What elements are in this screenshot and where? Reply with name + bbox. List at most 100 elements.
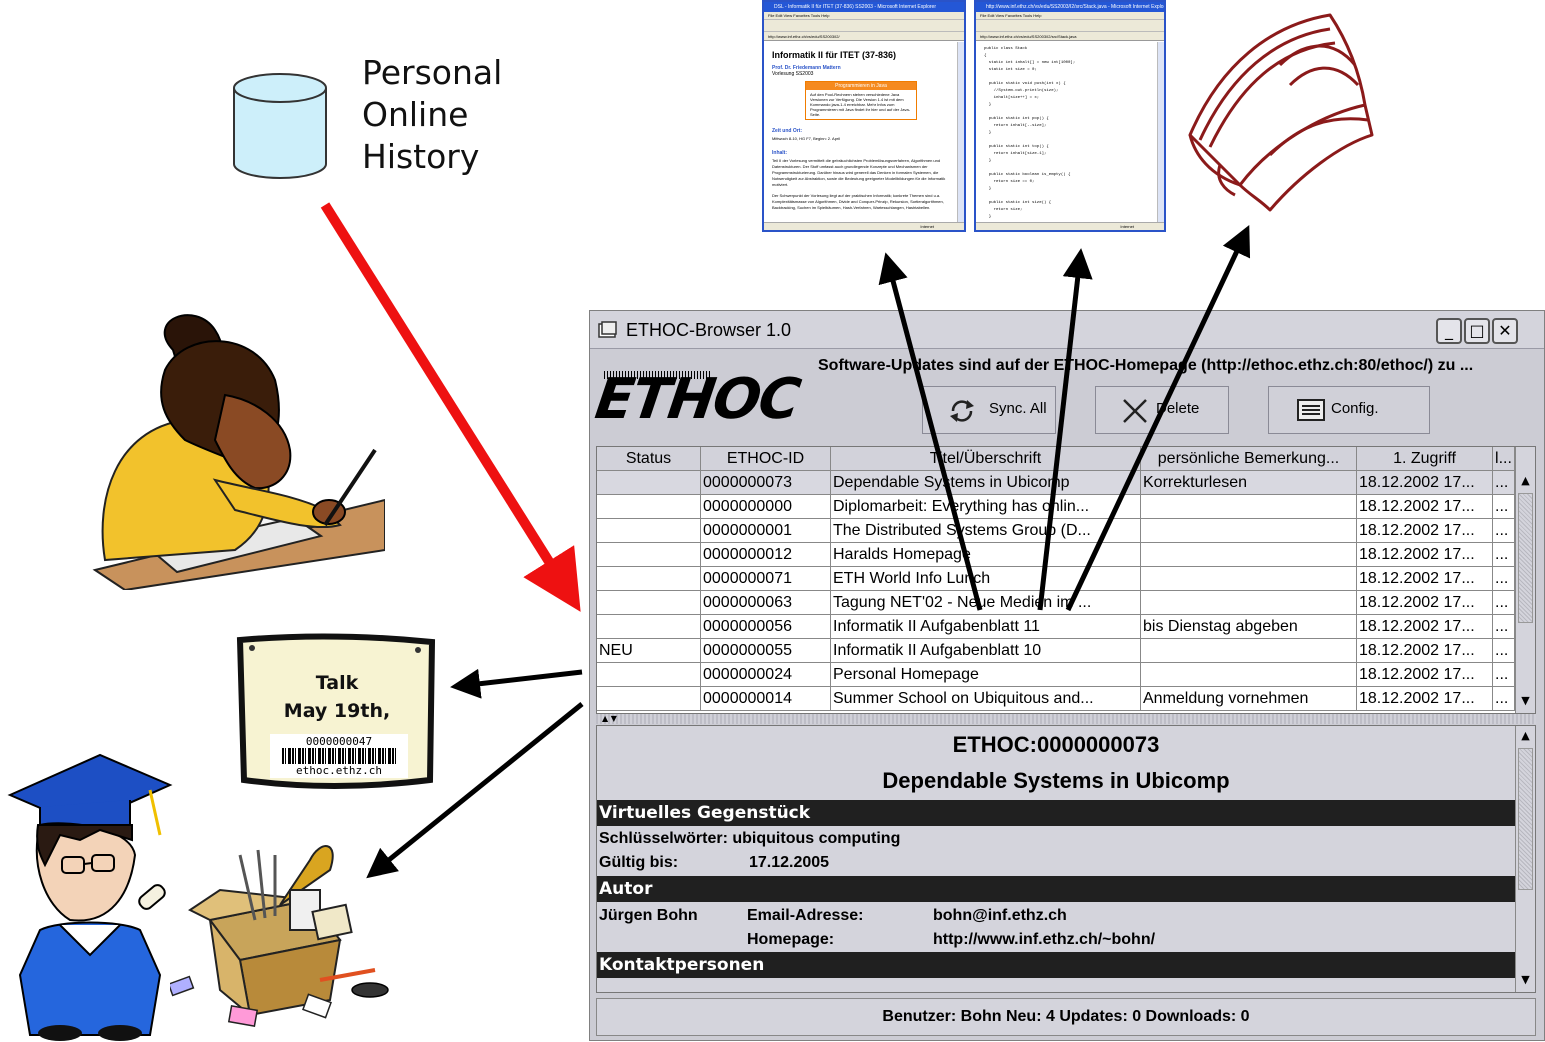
- java-info-body: Auf den Pool-Rechnern stehen verschieden…: [810, 92, 911, 117]
- sync-icon: [950, 400, 974, 422]
- table-header: Status ETHOC-ID Titel/Überschrift persön…: [597, 447, 1515, 471]
- app-icon: [598, 321, 617, 338]
- close-button[interactable]: ✕: [1492, 318, 1518, 344]
- cell-status: NEU: [597, 639, 701, 663]
- table-row[interactable]: 0000000063 Tagung NET'02 - Neue Medien i…: [597, 591, 1515, 615]
- delete-label: Delete: [1156, 400, 1200, 417]
- section-contacts: Kontaktpersonen: [597, 952, 1515, 978]
- cell-extra: ...: [1493, 519, 1515, 543]
- cell-access: 18.12.2002 17...: [1357, 471, 1493, 495]
- box-of-objects-illustration: [170, 845, 389, 1028]
- config-list-icon: [1297, 399, 1325, 421]
- table-scroll-thumb[interactable]: [1518, 493, 1533, 623]
- cell-title: ETH World Info Lunch: [831, 567, 1141, 591]
- cell-access: 18.12.2002 17...: [1357, 519, 1493, 543]
- table-vertical-scrollbar[interactable]: ▲ ▼: [1515, 447, 1535, 713]
- cell-id: 0000000071: [701, 567, 831, 591]
- table-row[interactable]: 0000000014 Summer School on Ubiquitous a…: [597, 687, 1515, 711]
- cell-id: 0000000024: [701, 663, 831, 687]
- config-label: Config.: [1331, 400, 1379, 417]
- window-titlebar[interactable]: ETHOC-Browser 1.0 _ □ ✕: [590, 311, 1544, 349]
- column-header-extra[interactable]: l...: [1493, 447, 1515, 471]
- girl-writing-illustration: [92, 314, 385, 590]
- cell-status: [597, 687, 701, 711]
- column-header-title[interactable]: Titel/Überschrift: [831, 447, 1141, 471]
- personal-online-history-label: Personal Online History: [362, 52, 502, 178]
- detail-homepage-value[interactable]: http://www.inf.ethz.ch/~bohn/: [933, 931, 1156, 948]
- mini-browser-toolbar: [764, 20, 964, 32]
- cell-note: bis Dienstag abgeben: [1141, 615, 1357, 639]
- mini-browser-menu: File Edit View Favorites Tools Help: [976, 12, 1164, 20]
- detail-scroll-thumb[interactable]: [1518, 748, 1533, 890]
- arrow-to-poster: [450, 668, 583, 699]
- splitter-arrows-icon[interactable]: ▲ ▼: [602, 714, 617, 723]
- cell-extra: ...: [1493, 591, 1515, 615]
- delete-button[interactable]: Delete: [1095, 386, 1229, 434]
- cell-id: 0000000001: [701, 519, 831, 543]
- detail-email-value[interactable]: bohn@inf.ethz.ch: [933, 907, 1067, 924]
- detail-author-name: Jürgen Bohn: [599, 907, 698, 924]
- maximize-icon: □: [1469, 321, 1485, 340]
- table-row[interactable]: 0000000073 Dependable Systems in Ubicomp…: [597, 471, 1515, 495]
- barcode-bars: [282, 748, 396, 764]
- table-row[interactable]: 0000000071 ETH World Info Lunch 18.12.20…: [597, 567, 1515, 591]
- cell-access: 18.12.2002 17...: [1357, 567, 1493, 591]
- pane-splitter[interactable]: ▲ ▼: [596, 714, 1536, 724]
- minimize-button[interactable]: _: [1436, 318, 1462, 344]
- sync-all-button[interactable]: Sync. All: [922, 386, 1056, 434]
- cell-status: [597, 591, 701, 615]
- cell-access: 18.12.2002 17...: [1357, 495, 1493, 519]
- cell-extra: ...: [1493, 687, 1515, 711]
- detail-email-label: Email-Adresse:: [747, 907, 864, 924]
- cell-id: 0000000073: [701, 471, 831, 495]
- column-header-note[interactable]: persönliche Bemerkung...: [1141, 447, 1357, 471]
- cell-id: 0000000055: [701, 639, 831, 663]
- cell-access: 18.12.2002 17...: [1357, 543, 1493, 567]
- scroll-down-arrow-icon[interactable]: ▼: [1521, 694, 1530, 707]
- cell-title: Dependable Systems in Ubicomp: [831, 471, 1141, 495]
- table-row[interactable]: 0000000000 Diplomarbeit: Everything has …: [597, 495, 1515, 519]
- cell-title: Haralds Homepage: [831, 543, 1141, 567]
- ethoc-item-table: Status ETHOC-ID Titel/Überschrift persön…: [596, 446, 1536, 714]
- cell-note: [1141, 567, 1357, 591]
- history-label-line: Personal: [362, 53, 503, 92]
- table-row[interactable]: NEU 0000000055 Informatik II Aufgabenbla…: [597, 639, 1515, 663]
- mini-browser-scrollbar: [957, 42, 964, 222]
- history-label-line: History: [362, 137, 480, 176]
- detail-vertical-scrollbar[interactable]: ▲ ▼: [1515, 726, 1535, 992]
- cell-title: Informatik II Aufgabenblatt 11: [831, 615, 1141, 639]
- scroll-up-arrow-icon[interactable]: ▲: [1521, 474, 1530, 487]
- mini-browser-title: http://www.inf.ethz.ch/vs/edu/SS2003/I2/…: [976, 2, 1164, 12]
- mini-browser-title: DSL - Informatik II für ITET (37-836) SS…: [764, 2, 964, 12]
- scroll-up-arrow-icon[interactable]: ▲: [1521, 729, 1530, 742]
- browser-screenshot-course-page: DSL - Informatik II für ITET (37-836) SS…: [762, 0, 966, 232]
- ethoc-logo: ETHOC: [591, 367, 803, 432]
- mini-browser-address: http://www.inf.ethz.ch/vs/edu/SS2003/I2/…: [976, 32, 1164, 41]
- column-header-first-access[interactable]: 1. Zugriff: [1357, 447, 1493, 471]
- config-button[interactable]: Config.: [1268, 386, 1430, 434]
- cell-access: 18.12.2002 17...: [1357, 639, 1493, 663]
- cell-extra: ...: [1493, 567, 1515, 591]
- cell-note: [1141, 663, 1357, 687]
- detail-ethoc-id: ETHOC:0000000073: [952, 732, 1160, 757]
- scroll-down-arrow-icon[interactable]: ▼: [1521, 973, 1530, 986]
- cell-access: 18.12.2002 17...: [1357, 591, 1493, 615]
- column-header-id[interactable]: ETHOC-ID: [701, 447, 831, 471]
- cell-id: 0000000063: [701, 591, 831, 615]
- talk-poster: Talk May 19th, 0000000047 ethoc.ethz.ch: [232, 630, 442, 792]
- sync-all-label: Sync. All: [989, 400, 1047, 417]
- mini-browser-content: public class Stack { static int inhalt[]…: [978, 42, 1156, 222]
- maximize-button[interactable]: □: [1464, 318, 1490, 344]
- cell-extra: ...: [1493, 543, 1515, 567]
- content-text: Teil II der Vorlesung vermittelt die geb…: [772, 158, 946, 187]
- table-row[interactable]: 0000000056 Informatik II Aufgabenblatt 1…: [597, 615, 1515, 639]
- cell-note: [1141, 543, 1357, 567]
- content-heading: Inhalt:: [772, 150, 787, 156]
- time-place-text: Mittwoch 8-10, HG F7, Beginn: 2. April: [772, 136, 841, 141]
- table-row[interactable]: 0000000024 Personal Homepage 18.12.2002 …: [597, 663, 1515, 687]
- column-header-status[interactable]: Status: [597, 447, 701, 471]
- ethoc-browser-window: ETHOC-Browser 1.0 _ □ ✕ ETHOC Software-U…: [589, 310, 1545, 1041]
- cell-note: [1141, 591, 1357, 615]
- table-row[interactable]: 0000000012 Haralds Homepage 18.12.2002 1…: [597, 543, 1515, 567]
- table-row[interactable]: 0000000001 The Distributed Systems Group…: [597, 519, 1515, 543]
